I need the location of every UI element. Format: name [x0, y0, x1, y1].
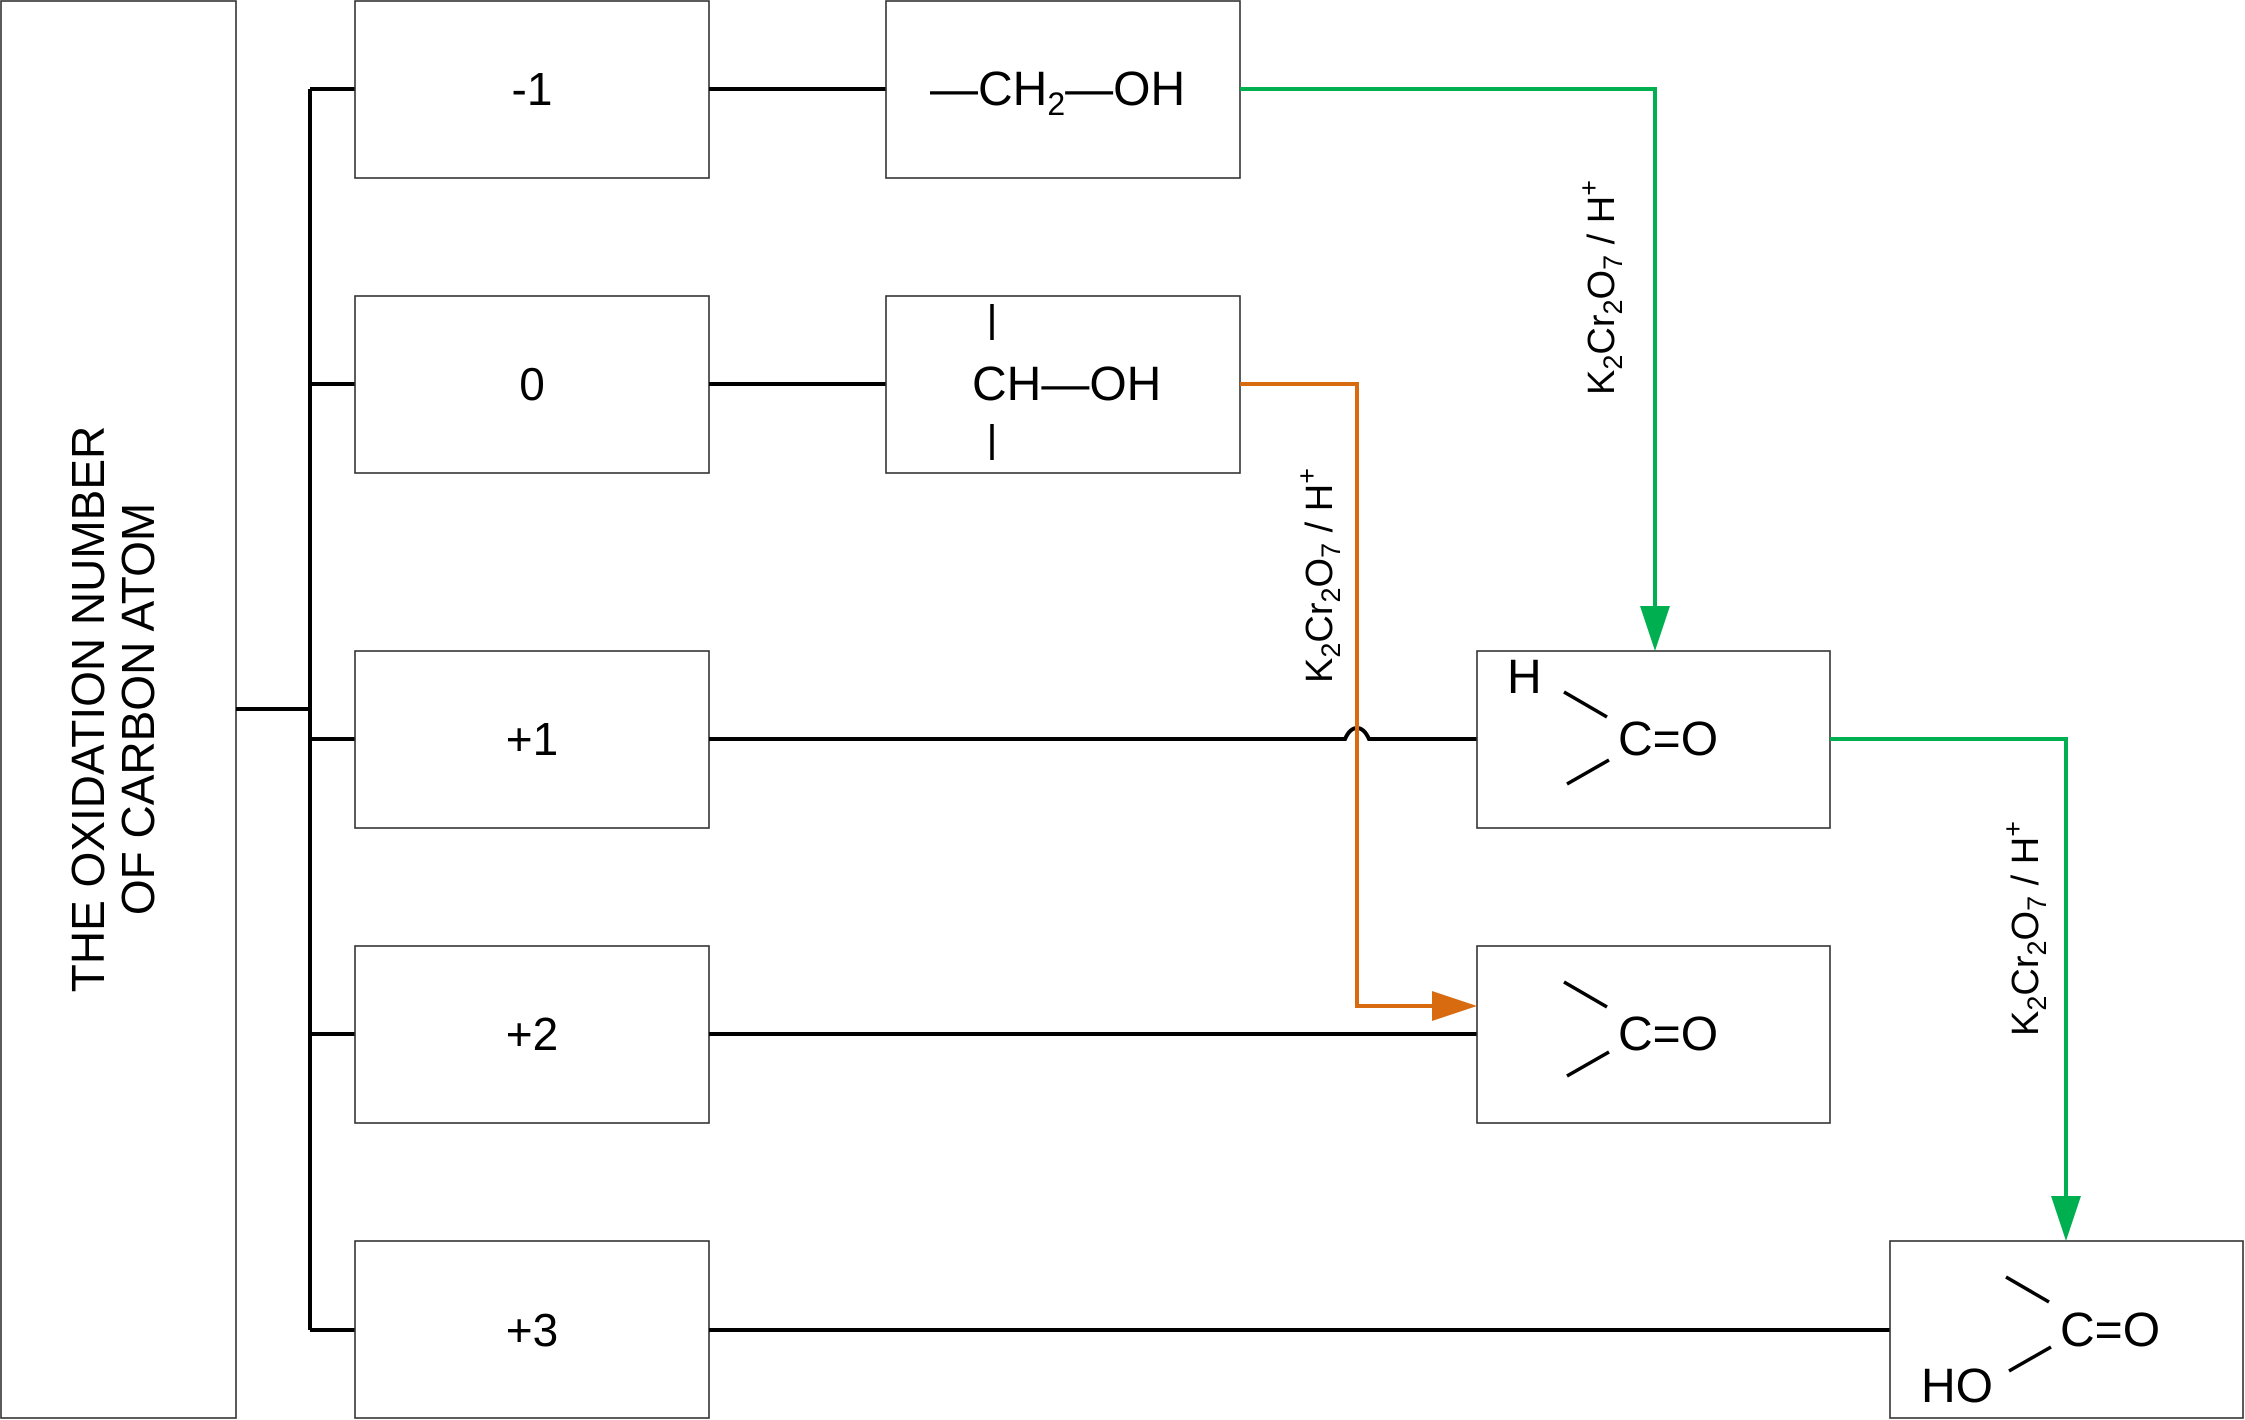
arrow-primary-to-aldehyde: [1240, 87, 1670, 651]
structure-ketone: C=O: [1476, 945, 1831, 1124]
tree-connector: [236, 87, 355, 1332]
structure-primary-alcohol: —CH2—OH: [885, 0, 1241, 179]
level-box-minus1: -1: [354, 0, 710, 179]
level-label: 0: [519, 358, 545, 410]
level-label: +2: [506, 1008, 558, 1060]
level-label: +1: [506, 713, 558, 765]
level-label: -1: [512, 63, 553, 115]
svg-text:—CH2—OH: —CH2—OH: [930, 63, 1185, 122]
ch-oh-text: CH—OH: [972, 358, 1161, 411]
h-text: H: [1507, 651, 1542, 704]
reagent-label-1: K2Cr2O7 / H+: [1574, 180, 1628, 395]
reagent-label-2: K2Cr2O7 / H+: [1292, 468, 1346, 683]
svg-text:K2Cr2O7 / H+: K2Cr2O7 / H+: [1292, 468, 1346, 683]
ho-text: HO: [1921, 1360, 1993, 1413]
arrowhead-icon: [1432, 991, 1477, 1021]
bond: —: [1065, 63, 1113, 116]
level-box-plus3: +3: [354, 1240, 710, 1419]
structure-secondary-alcohol: CH—OH: [885, 295, 1241, 474]
subscript-2: 2: [1047, 86, 1065, 122]
title-line-1: THE OXIDATION NUMBER: [62, 426, 114, 993]
arrowhead-icon: [2051, 1196, 2081, 1241]
svg-text:K2Cr2O7 / H+: K2Cr2O7 / H+: [1998, 821, 2052, 1036]
bond: —: [930, 63, 978, 116]
co-text: C=O: [1618, 713, 1718, 766]
title-line-2: OF CARBON ATOM: [112, 503, 164, 915]
co-text: C=O: [2060, 1304, 2160, 1357]
co-text: C=O: [1618, 1008, 1718, 1061]
structure-aldehyde: H C=O: [1476, 650, 1831, 829]
level-box-0: 0: [354, 295, 710, 474]
title-box: THE OXIDATION NUMBER OF CARBON ATOM: [0, 0, 237, 1419]
oh-text: OH: [1113, 63, 1185, 116]
level-box-plus1: +1: [354, 650, 710, 829]
structure-carboxylic-acid: C=O HO: [1889, 1240, 2244, 1419]
arrowhead-icon: [1640, 606, 1670, 651]
level-label: +3: [506, 1304, 558, 1356]
arrow-aldehyde-to-acid: [1830, 737, 2081, 1241]
level-box-plus2: +2: [354, 945, 710, 1124]
reagent-label-3: K2Cr2O7 / H+: [1998, 821, 2052, 1036]
ch-text: CH: [978, 63, 1047, 116]
arrow-secondary-to-ketone: [1240, 382, 1477, 1021]
svg-text:K2Cr2O7 / H+: K2Cr2O7 / H+: [1574, 180, 1628, 395]
